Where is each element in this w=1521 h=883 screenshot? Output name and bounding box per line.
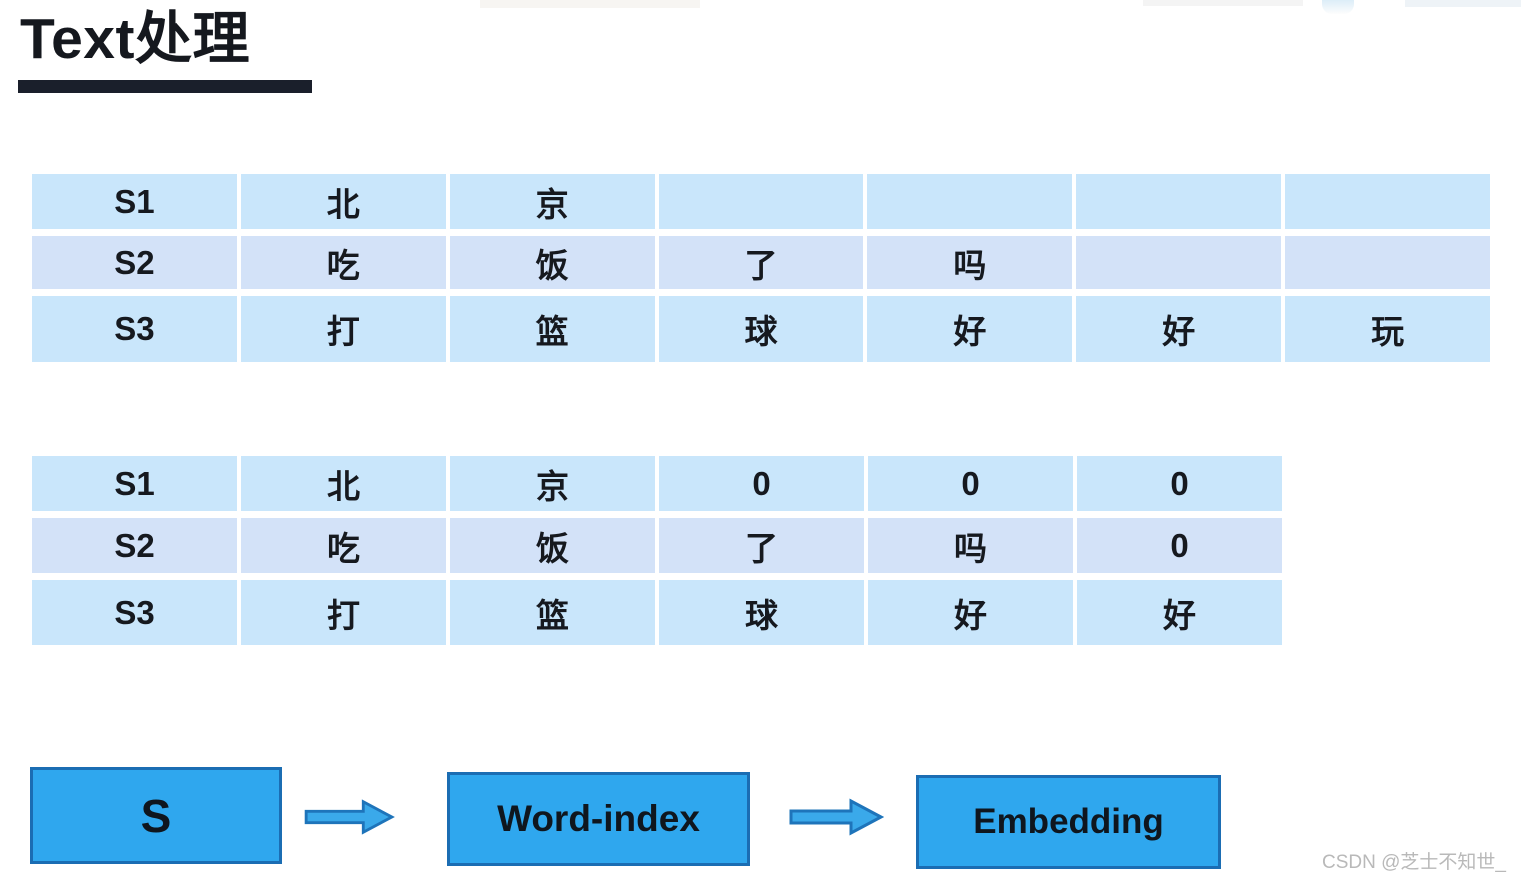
- table-cell: [1076, 236, 1282, 289]
- video-artifact: [1143, 0, 1303, 6]
- table-cell: 好: [1077, 580, 1282, 645]
- video-artifact: [480, 0, 700, 8]
- table-cell: 好: [868, 580, 1073, 645]
- table-cell: 饭: [449, 236, 655, 289]
- table-cell: 京: [449, 174, 655, 229]
- flow-step-label: Embedding: [973, 802, 1164, 841]
- table-cell: 吃: [241, 518, 446, 573]
- table-cell: [1285, 236, 1491, 289]
- page-title: Text处理: [20, 7, 250, 71]
- table-cell: 吃: [240, 236, 446, 289]
- table-cell: 饭: [450, 518, 655, 573]
- row-label: S1: [32, 456, 237, 511]
- table-cell: 篮: [449, 296, 655, 362]
- table-cell: 京: [450, 456, 655, 511]
- table-cell: 了: [659, 518, 864, 573]
- table-cell: 北: [240, 174, 446, 229]
- table-row: S3 打 篮 球 好 好: [32, 580, 1282, 645]
- flow-step-embedding: Embedding: [916, 775, 1221, 869]
- table-row: S3 打 篮 球 好 好 玩: [32, 296, 1491, 362]
- table-cell: 球: [659, 580, 864, 645]
- table-cell: 好: [867, 296, 1073, 362]
- table-cell: [1285, 174, 1491, 229]
- table-cell: 了: [658, 236, 864, 289]
- row-label: S2: [32, 236, 237, 289]
- table-cell: [867, 174, 1073, 229]
- table-cell: 0: [1077, 518, 1282, 573]
- row-label: S1: [32, 174, 237, 229]
- table-cell: 吗: [868, 518, 1073, 573]
- table-row: S2 吃 饭 了 吗: [32, 236, 1491, 289]
- table-cell: [658, 174, 864, 229]
- row-label: S3: [32, 296, 237, 362]
- sequence-table: S1 北 京 S2 吃 饭 了 吗 S3 打 篮 球 好 好 玩: [32, 174, 1491, 369]
- table-cell: 玩: [1285, 296, 1491, 362]
- arrow-right-icon: [304, 799, 395, 835]
- table-cell: 打: [241, 580, 446, 645]
- flow-step-label: S: [140, 789, 172, 842]
- padded-sequence-table: S1 北 京 0 0 0 S2 吃 饭 了 吗 0 S3 打 篮 球 好 好: [32, 456, 1282, 652]
- csdn-watermark: CSDN @芝士不知世_: [1322, 852, 1506, 873]
- flow-step-s: S: [30, 767, 282, 864]
- row-label: S3: [32, 580, 237, 645]
- table-cell: 0: [659, 456, 864, 511]
- table-cell: 北: [241, 456, 446, 511]
- table-cell: 球: [658, 296, 864, 362]
- flow-step-label: Word-index: [497, 798, 700, 839]
- table-cell: 0: [868, 456, 1073, 511]
- table-cell: 吗: [867, 236, 1073, 289]
- flow-step-word-index: Word-index: [447, 772, 750, 866]
- table-row: S1 北 京: [32, 174, 1491, 229]
- arrow-right-icon: [789, 798, 884, 836]
- table-cell: 打: [240, 296, 446, 362]
- table-cell: [1076, 174, 1282, 229]
- table-cell: 篮: [450, 580, 655, 645]
- row-label: S2: [32, 518, 237, 573]
- table-row: S2 吃 饭 了 吗 0: [32, 518, 1282, 573]
- table-cell: 好: [1076, 296, 1282, 362]
- table-cell: 0: [1077, 456, 1282, 511]
- table-row: S1 北 京 0 0 0: [32, 456, 1282, 511]
- title-underline: [18, 80, 312, 93]
- video-artifact: [1322, 0, 1354, 14]
- video-artifact: [1405, 0, 1521, 7]
